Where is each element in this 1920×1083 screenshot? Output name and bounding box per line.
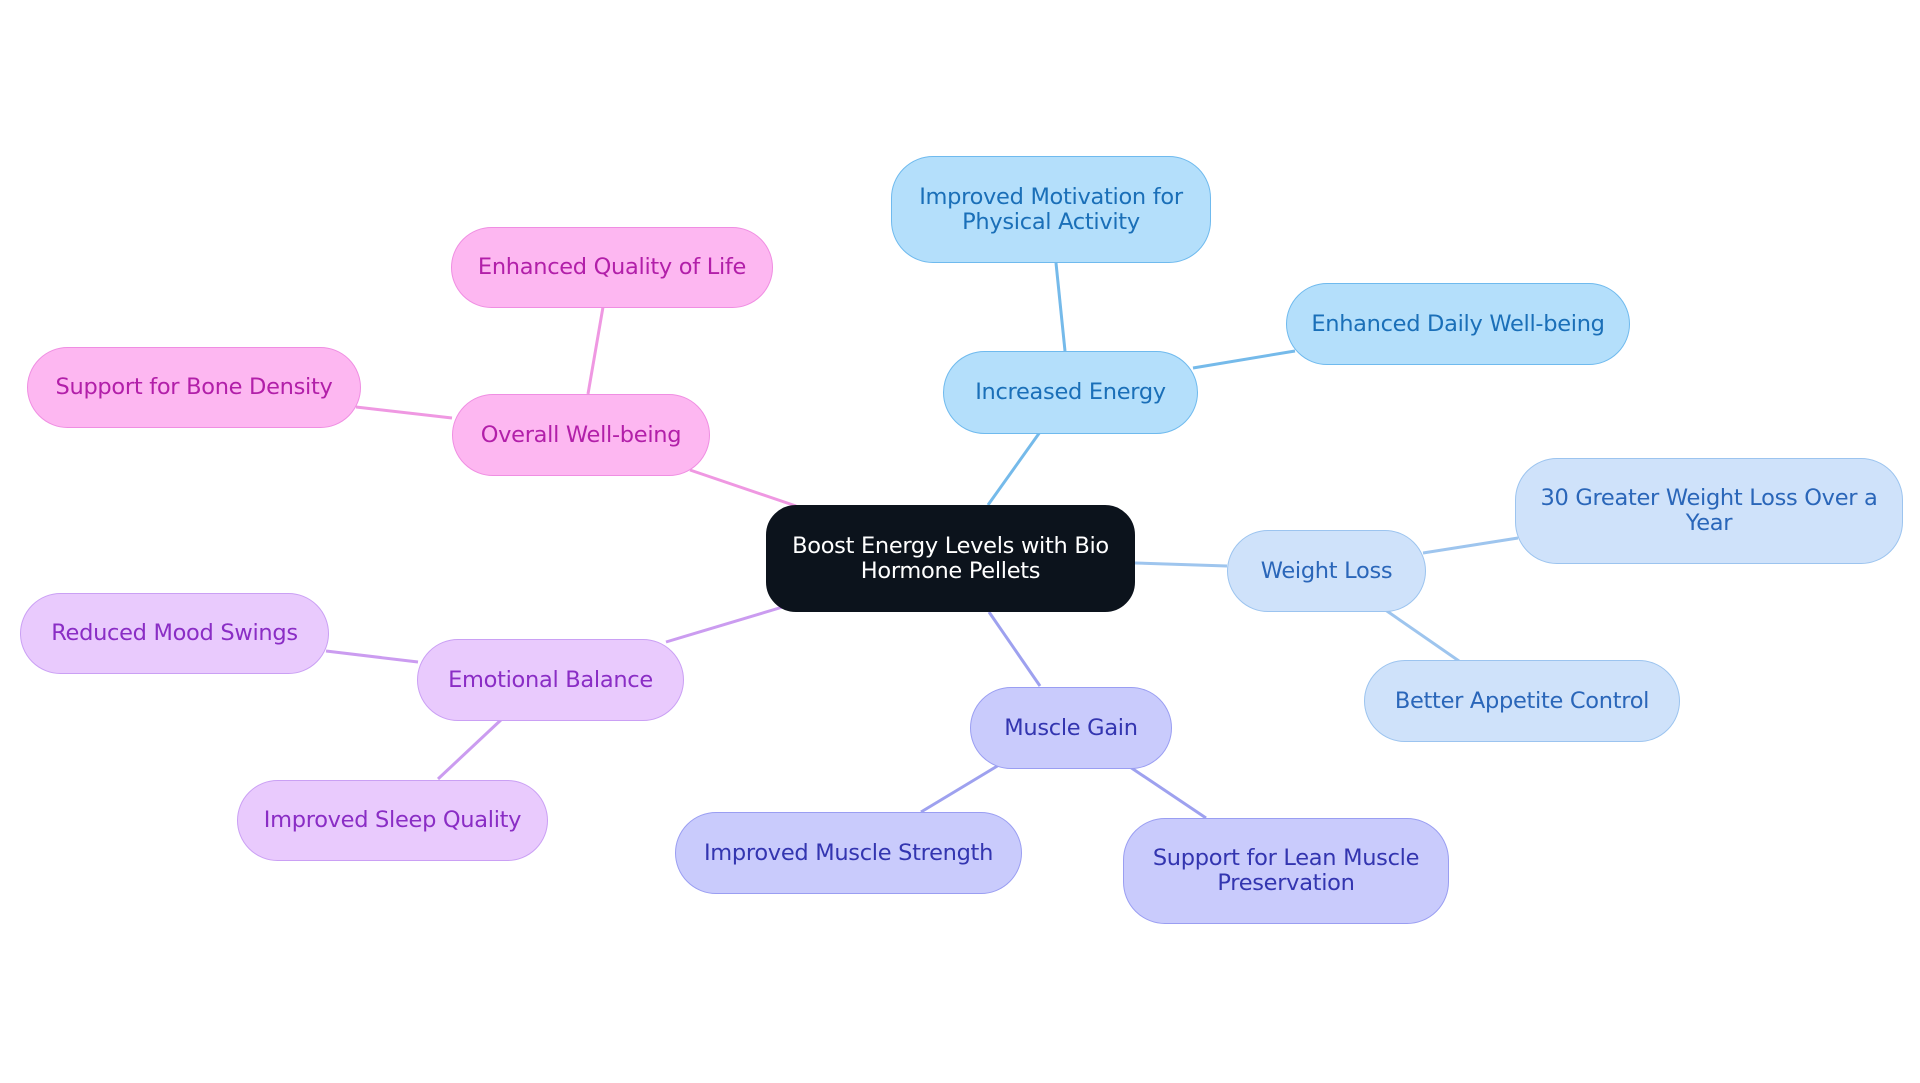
branch-node-muscle-gain: Muscle Gain xyxy=(970,687,1172,769)
branch-node-label: Weight Loss xyxy=(1260,557,1393,584)
leaf-node-label: Enhanced Quality of Life xyxy=(477,254,747,280)
leaf-node-greater-weight-loss: 30 Greater Weight Loss Over a Year xyxy=(1515,458,1903,564)
edge-emotional-mood xyxy=(325,649,419,664)
branch-node-overall-wellbeing: Overall Well-being xyxy=(452,394,710,476)
leaf-node-bone-density: Support for Bone Density xyxy=(27,347,361,428)
branch-node-weight-loss: Weight Loss xyxy=(1227,530,1426,612)
edge-muscle-lean xyxy=(1129,765,1207,820)
edge-root-increased-energy xyxy=(986,431,1042,506)
leaf-node-label: Reduced Mood Swings xyxy=(51,620,298,646)
branch-node-label: Muscle Gain xyxy=(1004,714,1138,741)
edge-muscle-strength xyxy=(920,763,1000,814)
leaf-node-label: Improved Motivation for Physical Activit… xyxy=(919,183,1183,235)
root-node-label: Boost Energy Levels with Bio Hormone Pel… xyxy=(792,532,1109,584)
edge-energy-motivation xyxy=(1054,262,1067,352)
leaf-node-enhanced-daily-wellbeing: Enhanced Daily Well-being xyxy=(1286,283,1630,365)
edge-wellbeing-bone xyxy=(355,405,453,420)
leaf-node-improved-muscle-strength: Improved Muscle Strength xyxy=(675,812,1022,894)
edge-root-emotional-balance xyxy=(665,604,787,644)
branch-node-increased-energy: Increased Energy xyxy=(943,351,1198,434)
edge-energy-daily xyxy=(1192,349,1296,370)
branch-node-emotional-balance: Emotional Balance xyxy=(417,639,684,721)
edge-wellbeing-quality xyxy=(586,306,605,395)
leaf-node-label: 30 Greater Weight Loss Over a Year xyxy=(1540,485,1878,536)
leaf-node-label: Improved Sleep Quality xyxy=(263,807,522,833)
leaf-node-lean-muscle-preservation: Support for Lean Muscle Preservation xyxy=(1123,818,1449,924)
edge-emotional-sleep xyxy=(436,716,505,781)
leaf-node-better-appetite-control: Better Appetite Control xyxy=(1364,660,1680,742)
branch-node-label: Emotional Balance xyxy=(448,666,653,693)
leaf-node-improved-motivation: Improved Motivation for Physical Activit… xyxy=(891,156,1211,263)
edge-root-weight-loss xyxy=(1134,561,1228,568)
leaf-node-label: Enhanced Daily Well-being xyxy=(1311,310,1605,337)
leaf-node-improved-sleep-quality: Improved Sleep Quality xyxy=(237,780,548,861)
leaf-node-label: Support for Bone Density xyxy=(55,374,333,400)
edge-weight-30greater xyxy=(1422,536,1519,555)
leaf-node-label: Support for Lean Muscle Preservation xyxy=(1152,845,1420,896)
edge-root-overall-wellbeing xyxy=(689,468,797,508)
branch-node-label: Overall Well-being xyxy=(480,421,682,448)
leaf-node-label: Better Appetite Control xyxy=(1394,687,1650,714)
leaf-node-reduced-mood-swings: Reduced Mood Swings xyxy=(20,593,329,674)
edge-root-muscle-gain xyxy=(987,611,1042,687)
leaf-node-enhanced-quality-of-life: Enhanced Quality of Life xyxy=(451,227,773,308)
leaf-node-label: Improved Muscle Strength xyxy=(703,839,994,866)
branch-node-label: Increased Energy xyxy=(975,379,1166,405)
root-node: Boost Energy Levels with Bio Hormone Pel… xyxy=(766,505,1135,612)
edge-weight-appetite xyxy=(1383,607,1460,663)
